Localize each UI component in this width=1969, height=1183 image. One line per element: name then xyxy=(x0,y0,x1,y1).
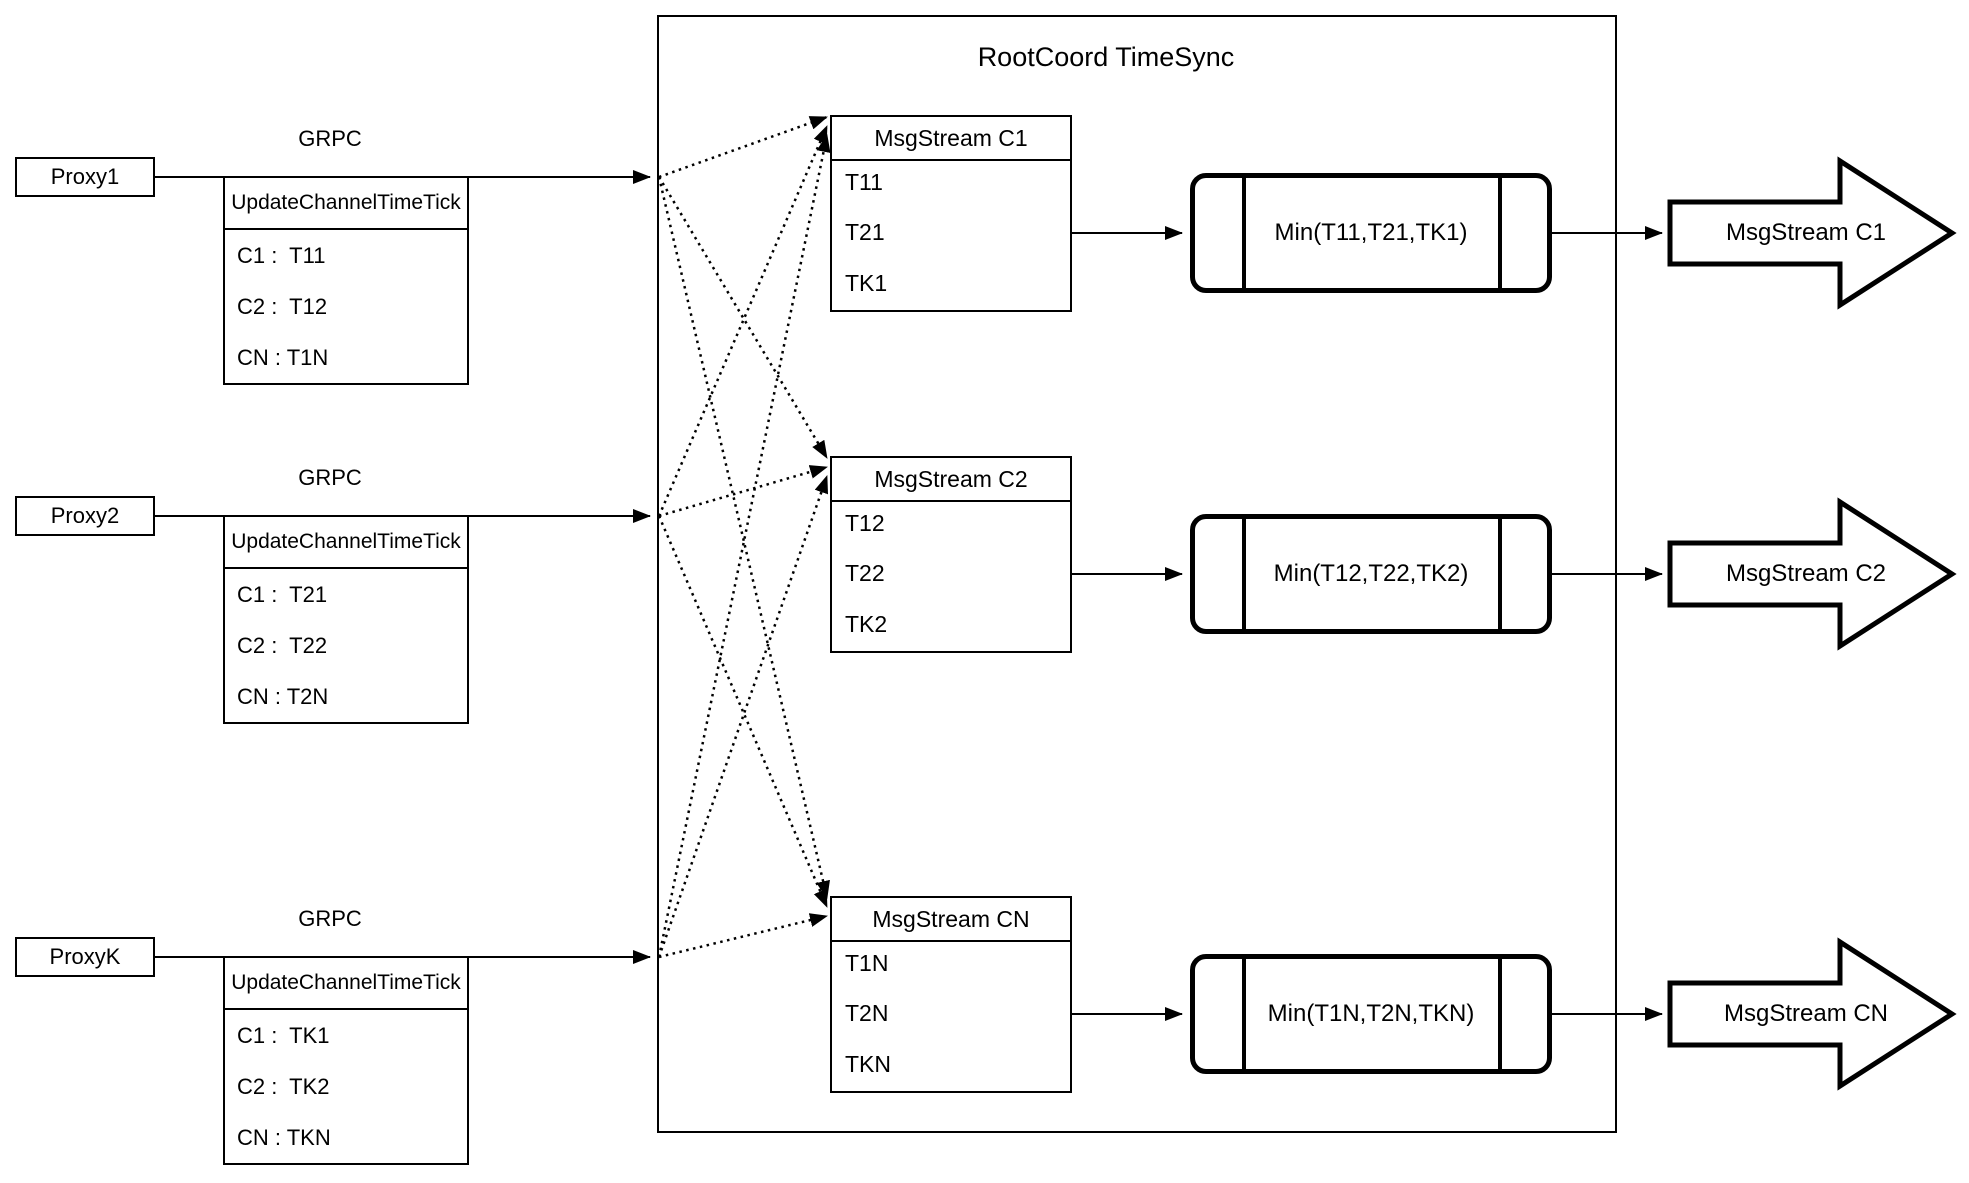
out-arrow-c1-label: MsgStream C1 xyxy=(1725,219,1887,246)
dotted-arrow-j2-c1 xyxy=(657,125,829,517)
timetick-table-2-header: UpdateChannelTimeTick xyxy=(225,517,467,569)
min-node-right-divider xyxy=(1498,178,1502,288)
timetick-table-2: UpdateChannelTimeTick C1 : T21 C2 : T22 … xyxy=(223,515,469,724)
min-node-c1-label: Min(T11,T21,TK1) xyxy=(1274,219,1468,246)
msgstream-cn-entry: TKN xyxy=(845,1051,891,1077)
proxyk-box: ProxyK xyxy=(15,937,155,977)
msgstream-c1-entry: T11 xyxy=(845,169,883,195)
min-node-c2: Min(T12,T22,TK2) xyxy=(1190,514,1552,634)
proxy2-label: Proxy2 xyxy=(50,503,120,528)
dotted-arrow-j3-c2 xyxy=(657,475,829,958)
msgstream-cn-entry: T1N xyxy=(845,950,889,976)
dotted-arrow-j2-cn xyxy=(657,515,829,908)
out-arrow-cn-label: MsgStream CN xyxy=(1723,1000,1889,1027)
timetick-table-2-row: C1 : T21 xyxy=(237,582,328,607)
dotted-arrow-j2-c2 xyxy=(658,465,828,518)
block-arrow-c1 xyxy=(1667,156,1957,310)
timetick-table-2-row: C2 : T22 xyxy=(237,633,328,658)
min-node-c2-label: Min(T12,T22,TK2) xyxy=(1273,560,1469,587)
dotted-arrow-j3-cn xyxy=(658,913,828,959)
msgstream-cn-entry: T2N xyxy=(845,1000,889,1026)
msgstream-box-cn: MsgStream CN T1N T2N TKN xyxy=(830,896,1072,1093)
min-node-c1: Min(T11,T21,TK1) xyxy=(1190,173,1552,293)
msgstream-c1-entry: TK1 xyxy=(845,270,888,296)
proxyk-label: ProxyK xyxy=(49,944,121,969)
timetick-table-1: UpdateChannelTimeTick C1 : T11 C2 : T12 … xyxy=(223,176,469,385)
timetick-table-1-row: C2 : T12 xyxy=(237,294,328,319)
rootcoord-title: RootCoord TimeSync xyxy=(977,41,1235,72)
timetick-table-3-row: CN : TKN xyxy=(237,1125,331,1150)
timetick-table-3-row: C1 : TK1 xyxy=(237,1023,330,1048)
dotted-arrow-j1-cn xyxy=(657,176,830,899)
dotted-arrow-j1-c1 xyxy=(658,115,828,179)
msgstream-box-c1: MsgStream C1 T11 T21 TK1 xyxy=(830,115,1072,312)
msgstream-box-c1-title: MsgStream C1 xyxy=(832,117,1070,161)
msgstream-box-c2: MsgStream C2 T12 T22 TK2 xyxy=(830,456,1072,653)
grpc-label-1: GRPC xyxy=(298,126,362,151)
msgstream-box-c2-title: MsgStream C2 xyxy=(832,458,1070,502)
min-node-left-divider xyxy=(1242,959,1246,1069)
timetick-table-1-row: C1 : T11 xyxy=(237,243,326,268)
msgstream-c1-entry: T21 xyxy=(845,219,885,245)
timetick-table-2-row: CN : T2N xyxy=(237,684,329,709)
proxy1-label: Proxy1 xyxy=(50,164,120,189)
timetick-table-3-row: C2 : TK2 xyxy=(237,1074,330,1099)
grpc-label-3: GRPC xyxy=(298,906,362,931)
min-node-cn-label: Min(T1N,T2N,TKN) xyxy=(1267,1000,1475,1027)
min-node-cn: Min(T1N,T2N,TKN) xyxy=(1190,954,1552,1074)
grpc-label-2: GRPC xyxy=(298,465,362,490)
out-arrow-c2-label: MsgStream C2 xyxy=(1725,560,1887,587)
proxy2-box: Proxy2 xyxy=(15,496,155,536)
msgstream-c2-entry: T12 xyxy=(845,510,885,536)
block-arrow-cn xyxy=(1667,937,1957,1091)
min-node-left-divider xyxy=(1242,178,1246,288)
min-node-right-divider xyxy=(1498,959,1502,1069)
timetick-table-3-header: UpdateChannelTimeTick xyxy=(225,958,467,1010)
proxy1-box: Proxy1 xyxy=(15,157,155,197)
msgstream-box-cn-title: MsgStream CN xyxy=(832,898,1070,942)
timetick-table-3: UpdateChannelTimeTick C1 : TK1 C2 : TK2 … xyxy=(223,956,469,1165)
block-arrow-c2 xyxy=(1667,497,1957,651)
msgstream-c2-entry: T22 xyxy=(845,560,885,586)
msgstream-c2-entry: TK2 xyxy=(845,611,888,637)
timetick-table-1-row: CN : T1N xyxy=(237,345,329,370)
dotted-arrow-j1-c2 xyxy=(657,176,829,459)
min-node-left-divider xyxy=(1242,519,1246,629)
timetick-table-1-header: UpdateChannelTimeTick xyxy=(225,178,467,230)
min-node-right-divider xyxy=(1498,519,1502,629)
